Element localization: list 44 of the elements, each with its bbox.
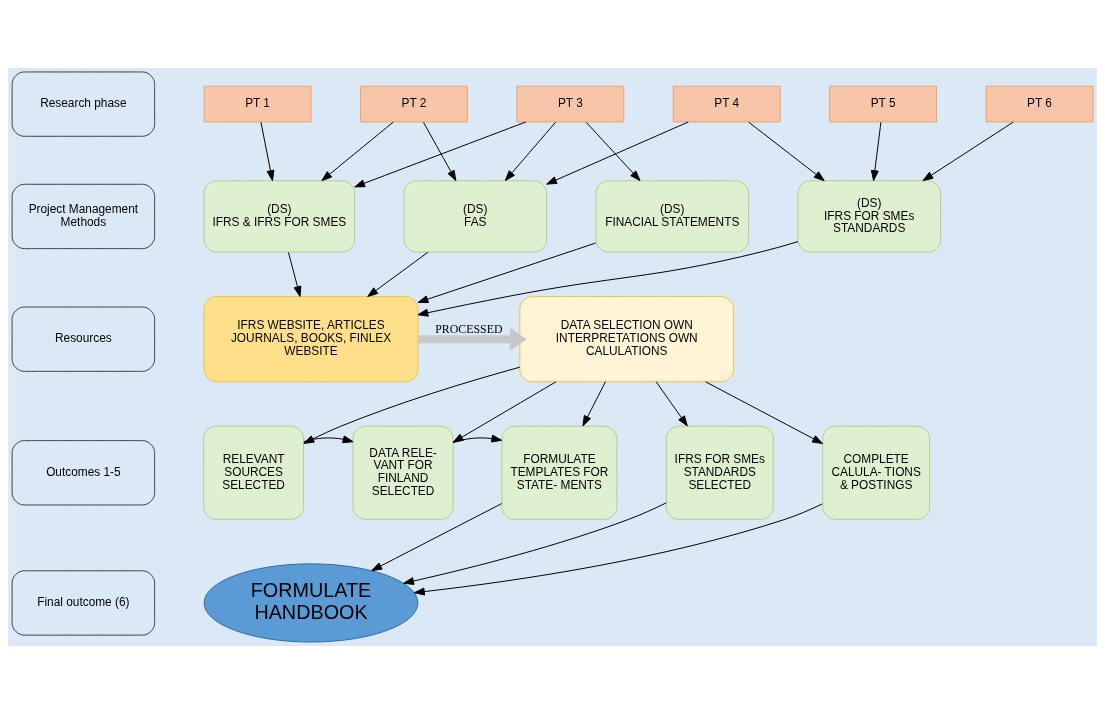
node-box: RELEVANT SOURCES SELECTED: [203, 425, 305, 520]
arrow: [417, 240, 799, 317]
arrow: [371, 502, 503, 571]
arrow: [705, 380, 824, 444]
node-box: Research phase: [11, 70, 156, 137]
arrow: [260, 121, 275, 181]
node-box: PT 1: [203, 85, 312, 122]
node-box: Project Management Methods: [11, 183, 156, 249]
node-box: Resources: [11, 306, 156, 372]
node-box: (DS) FAS: [403, 179, 548, 253]
node-box: FORMULATE TEMPLATES FOR STATE- MENTS: [501, 425, 618, 520]
node-box: (DS) FINACIAL STATEMENTS: [595, 179, 749, 253]
node-box: Final outcome (6): [11, 569, 156, 636]
arrow: [546, 121, 689, 185]
arrow: [403, 501, 667, 585]
arrow: [413, 502, 823, 596]
arrow: [288, 251, 302, 297]
node-box: PT 2: [360, 85, 468, 122]
arrow: [582, 380, 606, 426]
node-box: IFRS FOR SMEs STANDARDS SELECTED: [665, 425, 774, 520]
arrow: [367, 251, 429, 297]
arrow: [417, 242, 597, 303]
arrow: [748, 121, 825, 181]
edge-label: PROCESSED: [435, 321, 503, 336]
node-box: DATA SELECTION OWN INTERPRETATIONS OWN CALULATIONS: [519, 295, 735, 382]
node-box: (DS) IFRS FOR SMEs STANDARDS: [797, 179, 941, 253]
node-box: PT 6: [985, 85, 1094, 122]
node-box: Outcomes 1-5: [11, 439, 156, 505]
node-box: PT 3: [516, 85, 625, 122]
arrow: [870, 121, 882, 181]
node-box: PT 5: [829, 85, 937, 122]
arrow: [504, 121, 556, 181]
arrow: [321, 121, 394, 181]
arrow: [922, 121, 1014, 181]
arrow: [423, 121, 457, 181]
node-box: PT 4: [672, 85, 781, 122]
node-box: IFRS WEBSITE, ARTICLES JOURNALS, BOOKS, FINLEX WEBSITE: [203, 295, 419, 382]
arrow: [354, 121, 527, 187]
arrow: [585, 121, 641, 181]
arrow: [655, 380, 688, 426]
node-box: DATA RELE- VANT FOR FINLAND SELECTED: [352, 425, 454, 520]
arrow: [418, 326, 527, 351]
node-box: COMPLETE CALULA- TIONS & POSTINGS: [822, 425, 931, 520]
node-box: (DS) IFRS & IFRS FOR SMES: [203, 179, 356, 253]
